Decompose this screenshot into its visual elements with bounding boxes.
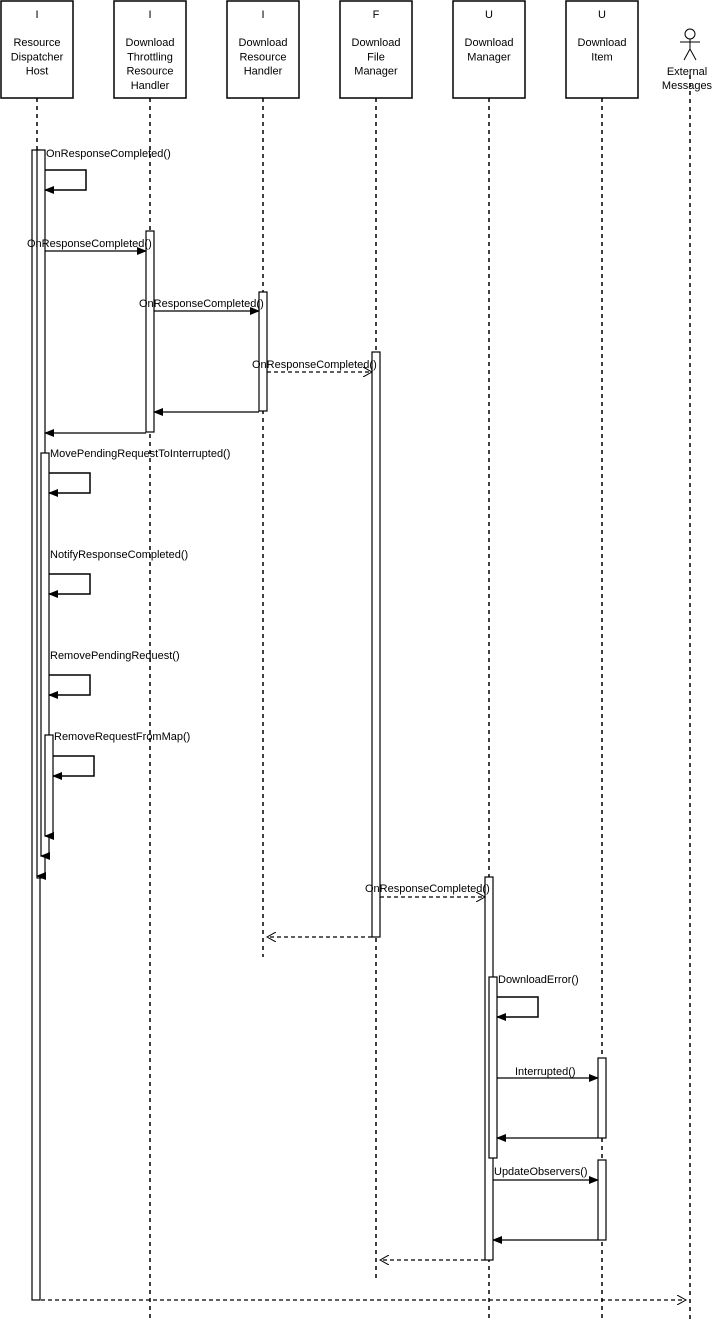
actor-name-line: External (667, 66, 707, 78)
participant-frame (452, 0, 526, 99)
participant-stereotype: I (261, 9, 264, 21)
participant-name-line: Manager (354, 66, 398, 78)
actor-head (684, 28, 696, 40)
message-label: MovePendingRequestToInterrupted() (50, 448, 230, 460)
participant-stereotype: U (485, 9, 493, 21)
participant-name-line: Dispatcher (11, 51, 64, 63)
actor-name-line: Messages (662, 80, 713, 92)
self-call-arrow (48, 573, 91, 598)
activation-bar (488, 976, 498, 1159)
activation-bar (597, 1057, 607, 1139)
participant-frame (339, 0, 413, 99)
participant-name-line: File (367, 51, 385, 63)
self-call-arrow (52, 755, 95, 780)
message-label: OnResponseCompleted() (46, 148, 171, 160)
message-label: OnResponseCompleted() (27, 238, 152, 250)
message-label: Interrupted() (515, 1066, 576, 1078)
participant-name-line: Download (578, 37, 627, 49)
message-label: RemoveRequestFromMap() (54, 731, 190, 743)
actor-legs (683, 47, 697, 61)
participant-name-line: Item (591, 51, 612, 63)
self-call-arrow (44, 169, 87, 194)
participant-name-line: Download (126, 37, 175, 49)
message-label: OnResponseCompleted() (252, 359, 377, 371)
participant-name-line: Resource (126, 66, 173, 78)
message-label: UpdateObservers() (494, 1166, 588, 1178)
participant-name-line: Download (239, 37, 288, 49)
participant-frame (0, 0, 74, 99)
participant-name-line: Manager (467, 51, 511, 63)
message-label: OnResponseCompleted() (139, 298, 264, 310)
participant-name-line: Download (465, 37, 514, 49)
self-call-arrow (48, 674, 91, 699)
participant-stereotype: F (373, 9, 380, 21)
participant-frame (565, 0, 639, 99)
participant-frame (113, 0, 187, 99)
participant-stereotype: U (598, 9, 606, 21)
participant-name-line: Handler (244, 66, 283, 78)
participant-frame (226, 0, 300, 99)
activation-bar (145, 230, 155, 433)
participant-stereotype: I (148, 9, 151, 21)
participant-name-line: Resource (13, 37, 60, 49)
activation-bar (44, 734, 54, 837)
participant-name-line: Resource (239, 51, 286, 63)
participant-name-line: Download (352, 37, 401, 49)
message-label: DownloadError() (498, 974, 579, 986)
self-call-arrow (496, 996, 539, 1021)
participant-name-line: Throttling (127, 51, 173, 63)
participant-stereotype: I (35, 9, 38, 21)
activation-bar (597, 1159, 607, 1241)
message-label: NotifyResponseCompleted() (50, 549, 188, 561)
self-call-arrow (48, 472, 91, 497)
participant-name-line: Host (26, 66, 49, 78)
message-label: OnResponseCompleted() (365, 883, 490, 895)
participant-name-line: Handler (131, 80, 170, 92)
message-label: RemovePendingRequest() (50, 650, 180, 662)
activation-bar (258, 291, 268, 412)
activation-bar (371, 351, 381, 938)
